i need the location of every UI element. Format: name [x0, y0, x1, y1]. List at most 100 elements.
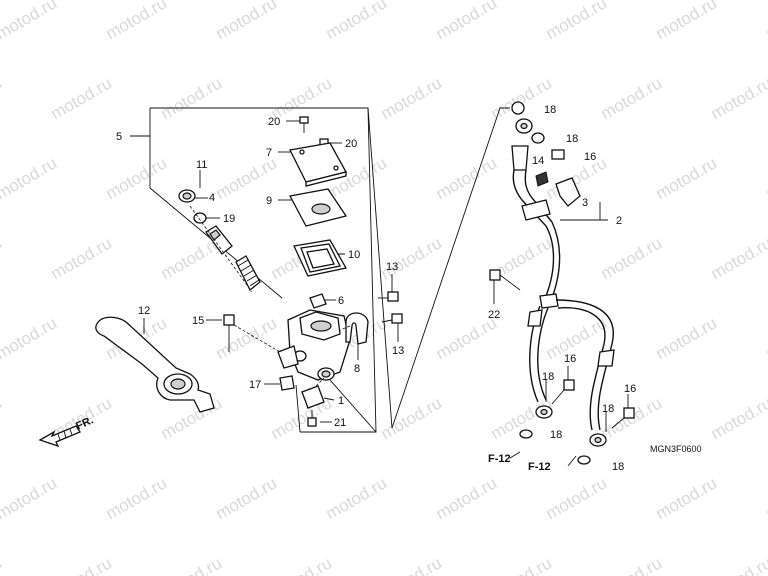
- watermark-text: motod.ru: [0, 153, 60, 203]
- callout-19: 19: [223, 213, 235, 225]
- watermark-text: motod.ru: [0, 73, 5, 123]
- watermark-text: motod.ru: [158, 73, 226, 123]
- cap-screw-part: [286, 116, 309, 133]
- callout-12: 12: [138, 305, 150, 317]
- watermark-text: motod.ru: [0, 0, 60, 43]
- watermark-text: motod.ru: [378, 233, 446, 283]
- watermark-text: motod.ru: [0, 233, 5, 283]
- callout-15: 15: [192, 315, 204, 327]
- watermark-text: motod.ru: [763, 473, 768, 523]
- callout-18a: 18: [544, 104, 556, 116]
- callout-16a: 16: [584, 151, 596, 163]
- holder-part: [339, 312, 369, 360]
- brake-lever-part: [95, 316, 215, 413]
- clamp-part: [309, 293, 336, 309]
- watermark-text: motod.ru: [213, 473, 281, 523]
- callout-20b: 20: [345, 138, 357, 150]
- watermark-text: motod.ru: [653, 313, 721, 363]
- callout-6: 6: [338, 295, 344, 307]
- watermark-text: motod.ru: [598, 73, 666, 123]
- watermark-text: motod.ru: [598, 553, 666, 576]
- watermark-text: motod.ru: [708, 393, 768, 443]
- watermark-text: motod.ru: [543, 473, 611, 523]
- diagram-code: MGN3F0600: [650, 444, 702, 454]
- callout-21: 21: [334, 417, 346, 429]
- callout-18e: 18: [550, 429, 562, 441]
- callout-labels: 5 11 4 19 20 20 7 9 10 12 15 6 13 13 8 1…: [116, 104, 702, 473]
- callout-7: 7: [266, 147, 272, 159]
- watermark-text: motod.ru: [708, 553, 768, 576]
- watermark-text: motod.ru: [0, 553, 5, 576]
- watermark-text: motod.ru: [268, 553, 336, 576]
- f12-leaders: [509, 451, 577, 467]
- watermark-text: motod.ru: [158, 393, 226, 443]
- callout-16b: 16: [564, 353, 576, 365]
- hose-set-leader: [560, 202, 608, 221]
- callout-11: 11: [196, 159, 207, 171]
- callout-9: 9: [266, 195, 272, 207]
- stop-switch-part: [301, 377, 335, 409]
- callout-22: 22: [488, 309, 500, 321]
- watermark-text: motod.ru: [378, 393, 446, 443]
- watermark-text: motod.ru: [708, 233, 768, 283]
- watermark-text: motod.ru: [103, 0, 171, 43]
- callout-13b: 13: [392, 345, 404, 357]
- watermark-text: motod.ru: [488, 553, 556, 576]
- pivot-bolt-part: [206, 314, 281, 353]
- watermark-text: motod.ru: [763, 313, 768, 363]
- callout-18d: 18: [602, 403, 614, 415]
- brake-hose-assembly: [511, 101, 615, 447]
- washer-part-2: [577, 455, 591, 465]
- callout-16c: 16: [624, 383, 636, 395]
- callout-13a: 13: [386, 261, 398, 273]
- watermark-text: motod.ru: [763, 0, 768, 43]
- diaphragm-plate-part: [278, 188, 348, 227]
- watermark-text: motod.ru: [433, 153, 501, 203]
- master-cylinder-body: [277, 309, 351, 381]
- watermark-text: motod.ru: [323, 473, 391, 523]
- watermark-text: motod.ru: [378, 73, 446, 123]
- watermark-text: motod.ru: [653, 153, 721, 203]
- watermark-text: motod.ru: [433, 473, 501, 523]
- grommet-part: [264, 375, 295, 391]
- callout-4: 4: [209, 192, 215, 204]
- watermark-text: motod.ru: [763, 153, 768, 203]
- watermark-text: motod.ru: [158, 553, 226, 576]
- holder-bolt-part: [378, 274, 403, 342]
- master-cylinder-frame: [130, 107, 510, 433]
- watermark-text: motod.ru: [653, 473, 721, 523]
- watermark-text: motod.ru: [0, 313, 60, 363]
- reservoir-cap-part: [278, 142, 347, 187]
- callout-17: 17: [249, 379, 261, 391]
- watermark-text: motod.ru: [653, 0, 721, 43]
- caliper-bolt-part-2: [611, 394, 635, 429]
- watermark-text: motod.ru: [323, 0, 391, 43]
- callout-10: 10: [348, 249, 360, 261]
- watermark-text: motod.ru: [48, 73, 116, 123]
- watermark-text: motod.ru: [378, 553, 446, 576]
- callout-14: 14: [532, 155, 544, 167]
- callout-5: 5: [116, 131, 122, 143]
- caliper-bolt-part-1: [551, 366, 575, 405]
- watermark-text: motod.ru: [213, 0, 281, 43]
- watermark-text: motod.ru: [103, 473, 171, 523]
- switch-screw-part: [307, 410, 332, 427]
- piston-set-part: [178, 170, 261, 293]
- diaphragm-part: [293, 239, 348, 277]
- watermark-text: motod.ru: [213, 313, 281, 363]
- watermark-text: motod.ru: [708, 73, 768, 123]
- callout-18f: 18: [612, 461, 624, 473]
- watermark-text: motod.ru: [0, 393, 5, 443]
- ref-f12-b: F-12: [528, 461, 551, 473]
- washer-part-1: [519, 429, 533, 439]
- callout-18c: 18: [542, 371, 554, 383]
- watermark-text: motod.ru: [598, 233, 666, 283]
- callout-1: 1: [338, 395, 344, 407]
- ref-f12-a: F-12: [488, 453, 511, 465]
- callout-8: 8: [354, 363, 360, 375]
- callout-20a: 20: [268, 116, 280, 128]
- watermark-text: motod.ru: [0, 473, 60, 523]
- hose-joint-bolt-part: [489, 269, 521, 304]
